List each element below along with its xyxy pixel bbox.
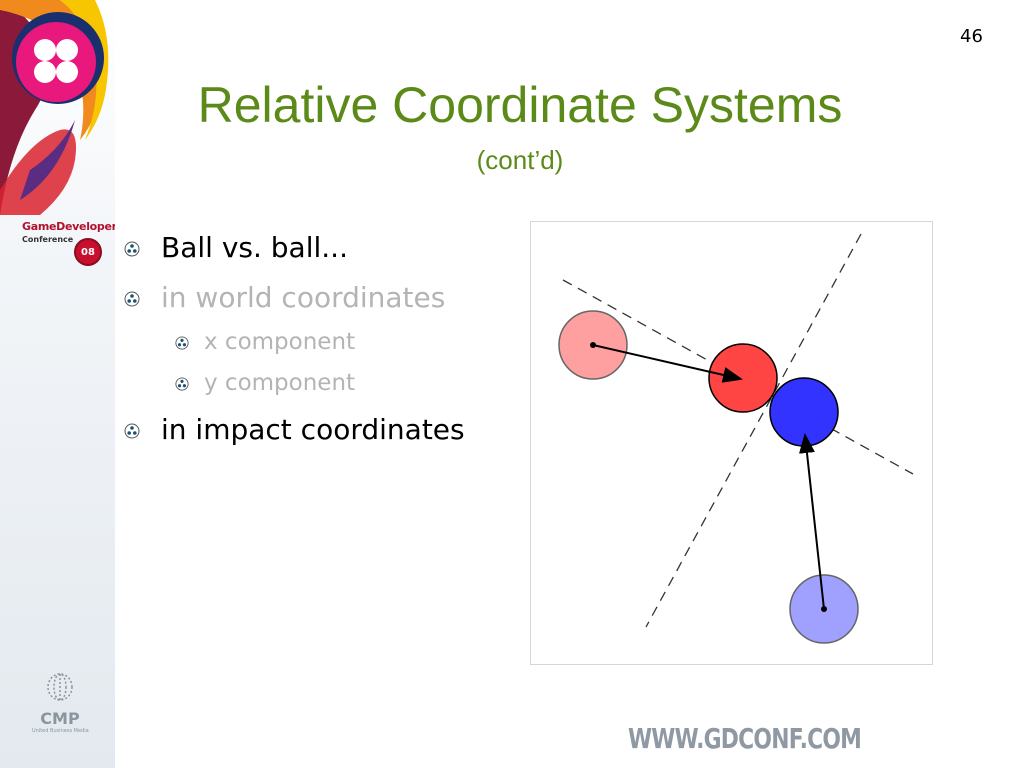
gdc-logo-line2: Conference	[22, 235, 74, 244]
blue-start-dot	[821, 606, 827, 612]
bullet-text: in world coordinates	[161, 281, 446, 314]
bullet-item: in world coordinates	[124, 276, 524, 326]
bullet-list: Ball vs. ball... in world coordinates x …	[124, 226, 524, 458]
gdc-conference-logo: GameDevelopers Conference 08	[22, 220, 115, 270]
cmp-globe-icon	[47, 673, 73, 701]
gdc-badge: 08	[74, 238, 102, 266]
bullet-text: Ball vs. ball...	[161, 231, 348, 264]
impact-tangent-line	[645, 233, 862, 628]
website-url: WWW.GDCONF.COM	[628, 722, 862, 755]
blue-ball-impact	[769, 377, 839, 447]
trefoil-bullet-icon	[124, 423, 140, 439]
bullet-text: in impact coordinates	[161, 413, 465, 446]
red-velocity-arrow	[592, 344, 743, 383]
bullet-text: y component	[204, 370, 356, 396]
collision-diagram	[530, 221, 933, 665]
gdc-swirl-logo-icon	[0, 0, 109, 215]
sidebar-decoration: GameDevelopers Conference 08 CMP United …	[0, 0, 115, 768]
red-ball-impact	[708, 343, 778, 413]
cmp-sublabel: United Business Media	[32, 728, 89, 734]
trefoil-bullet-icon	[124, 241, 140, 257]
gdc-logo-line1: GameDevelopers	[22, 220, 115, 233]
sub-bullet-item: x component	[124, 326, 524, 367]
sub-bullet-item: y component	[124, 367, 524, 408]
cmp-label: CMP	[40, 709, 80, 728]
red-start-dot	[590, 342, 596, 348]
page-number: 46	[960, 26, 983, 47]
slide-subtitle: (cont’d)	[476, 145, 564, 175]
trefoil-bullet-icon	[175, 377, 189, 391]
trefoil-bullet-icon	[124, 291, 140, 307]
bullet-item: Ball vs. ball...	[124, 226, 524, 276]
slide-title: Relative Coordinate Systems	[197, 77, 843, 133]
bullet-item: in impact coordinates	[124, 408, 524, 458]
blue-velocity-arrow	[799, 433, 825, 610]
bullet-text: x component	[204, 329, 356, 355]
cmp-logo: CMP United Business Media	[32, 672, 89, 742]
trefoil-bullet-icon	[175, 336, 189, 350]
